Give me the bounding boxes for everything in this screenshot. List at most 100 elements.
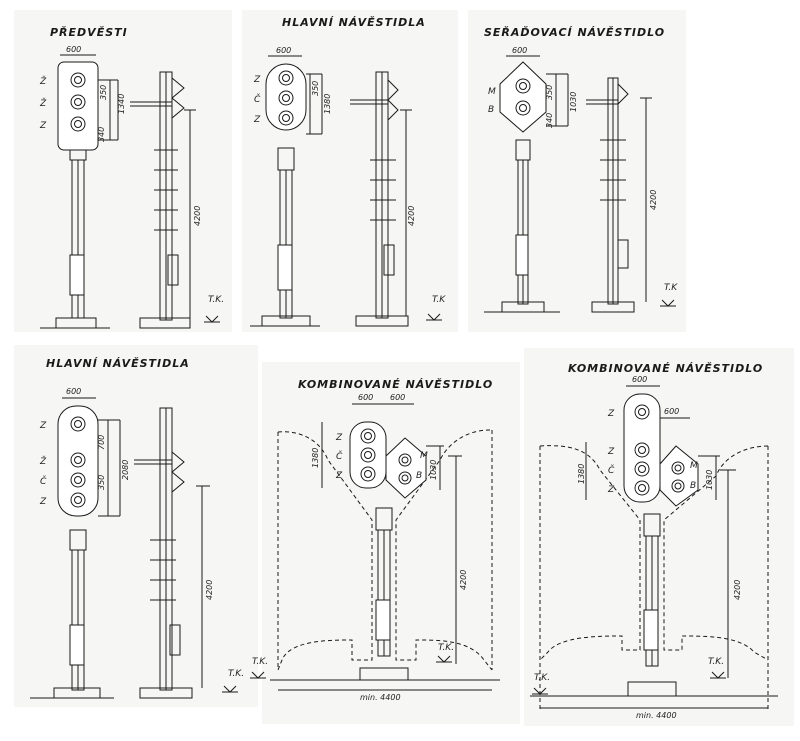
dim-height-right: 1030	[429, 460, 438, 480]
lamp-label: B	[488, 105, 494, 115]
dim-mast: 4200	[733, 580, 742, 600]
dim-350: 350	[311, 81, 320, 96]
signal-kombinovane-1: 600 600 Z Č Z M B 1380 1030 4200 T.K. T.…	[250, 393, 500, 702]
lamp	[360, 466, 376, 482]
dim-width: 600	[66, 387, 81, 396]
tk-label: T.K	[664, 283, 678, 293]
lamp-label: Z	[253, 75, 261, 85]
title-hlavni-navestidla-top: HLAVNÍ NÁVĚSTIDLA	[282, 16, 426, 29]
signal-head-main	[623, 393, 661, 503]
lamp-label: Z	[335, 471, 343, 481]
lamp	[634, 404, 650, 420]
signal-head	[499, 61, 547, 133]
signal-hlavni-front: 600 Z Č Z 350 1380	[250, 46, 332, 327]
panel-hlavni-navestidla-bottom	[14, 345, 258, 707]
title-kombinovane-2: KOMBINOVANÉ NÁVĚSTIDLO	[568, 362, 764, 375]
tk-label-left: T.K.	[534, 673, 550, 683]
title-seradovaci: SEŘAĎOVACÍ NÁVĚSTIDLO	[484, 26, 666, 39]
lamp-label: Č	[336, 450, 343, 462]
dim-min-width: min. 4400	[636, 711, 677, 720]
tk-label: T.K.	[708, 657, 724, 667]
lamp-label: Ž	[39, 455, 47, 467]
lamp	[70, 72, 86, 88]
lamp	[70, 416, 86, 432]
lamp	[515, 78, 531, 94]
foundation	[627, 681, 677, 697]
signal-predvesti-front: 600 Ž Ž Z 350 1340 340	[39, 45, 126, 329]
lamp-label: Z	[607, 447, 615, 457]
dim-width-top: 600	[632, 375, 647, 384]
lamp	[70, 452, 86, 468]
lamp-label: Ž	[39, 97, 47, 109]
lamp	[398, 453, 412, 467]
lamp-label: Č	[608, 464, 615, 476]
lamp	[278, 110, 294, 126]
lamp-label: B	[690, 481, 696, 491]
signal-head-shunt	[385, 437, 427, 499]
lamp	[70, 94, 86, 110]
lamp-label: Z	[39, 497, 47, 507]
panel-seradovaci	[468, 10, 686, 332]
signal-head	[265, 63, 307, 131]
dim-min-width: min. 4400	[360, 693, 401, 702]
tk-label: T.K.	[438, 643, 454, 653]
lamp-label: M	[420, 451, 428, 461]
lamp-label: Ž	[39, 75, 47, 87]
dim-height-right: 1030	[705, 470, 714, 490]
tk-label: T.K	[432, 295, 446, 305]
signal-head-main	[349, 421, 387, 489]
signal-head	[57, 405, 99, 517]
lamp	[634, 480, 650, 496]
foundation	[359, 667, 409, 681]
dim-mast: 4200	[649, 190, 658, 210]
signal-head-shunt	[659, 445, 699, 507]
lamp	[398, 471, 412, 485]
dim-700: 700	[97, 435, 106, 450]
lamp	[634, 442, 650, 458]
dim-350: 350	[545, 85, 554, 100]
signal-hlavni-4-front: 600 Z Ž Č Z 700 350 2080	[30, 387, 130, 699]
dim-height: 1340	[117, 94, 126, 114]
lamp	[671, 461, 685, 475]
signal-predvesti-side: 4200 T.K.	[130, 71, 224, 329]
mast	[277, 147, 295, 171]
dim-width-right: 600	[390, 393, 405, 402]
dim-width: 600	[66, 45, 81, 54]
lamp-label: Z	[39, 121, 47, 131]
title-predvesti: PŘEDVĚSTI	[50, 26, 128, 39]
lamp	[515, 100, 531, 116]
signal-seradovaci-front: 600 M B 350 1030 340	[484, 46, 578, 313]
dim-height: 1030	[569, 92, 578, 112]
title-hlavni-navestidla-bottom: HLAVNÍ NÁVĚSTIDLA	[46, 357, 190, 370]
dim-mast: 4200	[407, 206, 416, 226]
dim-height-left: 1380	[577, 464, 586, 484]
signal-seradovaci-side: 4200 T.K	[586, 77, 678, 313]
dim-width: 600	[276, 46, 291, 55]
dim-mast: 4200	[193, 206, 202, 226]
mast	[69, 529, 87, 551]
lamp	[70, 472, 86, 488]
dim-width-right: 600	[664, 407, 679, 416]
dim-height-left: 1380	[311, 448, 320, 468]
mast	[375, 507, 393, 531]
signal-hlavni-side: 4200 T.K	[350, 71, 446, 327]
tk-label: T.K.	[228, 669, 244, 679]
title-kombinovane-1: KOMBINOVANÉ NÁVĚSTIDLO	[298, 378, 494, 391]
lamp	[278, 90, 294, 106]
lamp	[634, 461, 650, 477]
lamp	[70, 116, 86, 132]
lamp-label: Z	[607, 485, 615, 495]
dim-width-left: 600	[358, 393, 373, 402]
lamp-label: B	[416, 471, 422, 481]
dim-width: 600	[512, 46, 527, 55]
panel-kombinovane-1	[262, 362, 520, 724]
mast	[69, 149, 87, 161]
tk-label: T.K.	[208, 295, 224, 305]
signal-hlavni-4-side: 4200 T.K.	[134, 407, 244, 699]
lamp-label: Z	[39, 421, 47, 431]
dim-350: 350	[99, 85, 108, 100]
dim-mast: 4200	[459, 570, 468, 590]
lamp-label: Z	[335, 433, 343, 443]
lamp-label: Z	[253, 115, 261, 125]
dim-height: 2080	[121, 460, 130, 480]
